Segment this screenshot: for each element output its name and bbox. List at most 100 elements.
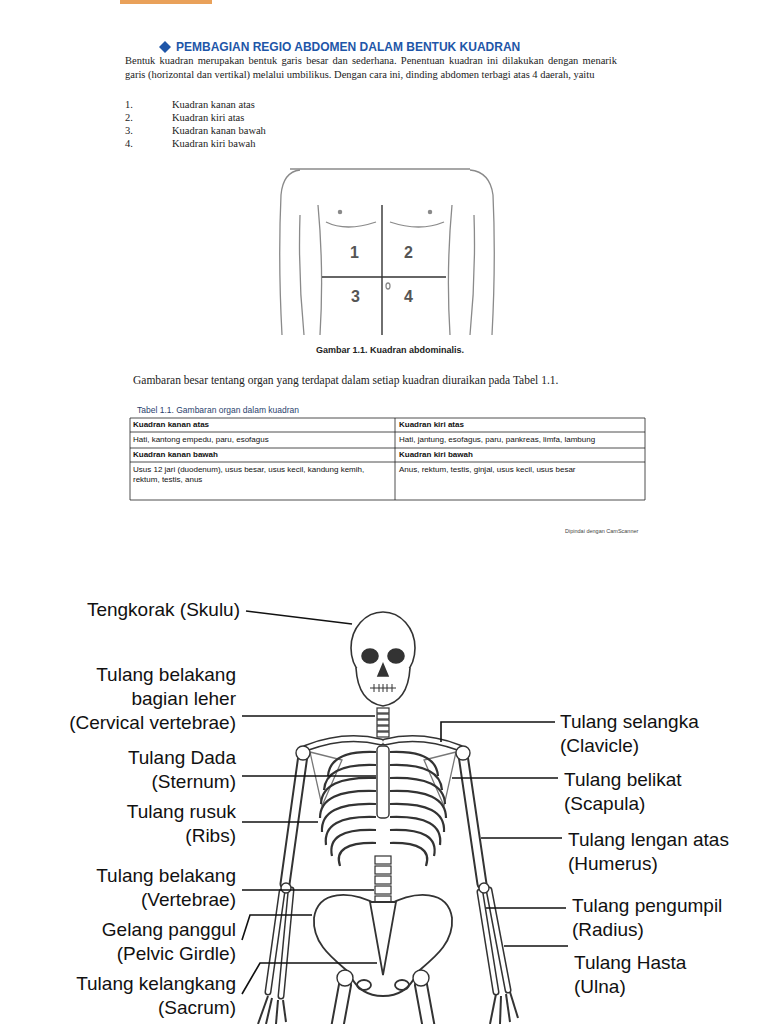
torso-figure-part — [290, 168, 470, 169]
hand-figure-part — [510, 992, 518, 1018]
joint-figure-part — [479, 883, 489, 893]
quadrant-number: 3 — [351, 287, 360, 307]
scan-edge — [120, 0, 212, 4]
leader-line-part — [242, 915, 312, 940]
torso-figure-part — [470, 215, 475, 335]
table-header-cell: Kuadran kanan bawah — [133, 450, 218, 460]
torso-figure — [280, 169, 495, 335]
bone-fill-part — [385, 739, 460, 748]
list-item: Kuadran kanan bawah — [172, 124, 266, 137]
list-item: Kuadran kanan atas — [172, 98, 255, 111]
hand-figure-part — [283, 1000, 286, 1022]
quadrant-number: 4 — [404, 287, 413, 307]
bone-fill-part — [285, 755, 303, 884]
joint-figure-part — [337, 970, 353, 986]
skull-figure-part — [378, 664, 388, 676]
hand-figure-part — [276, 1000, 278, 1024]
bone-label: Tulang belikat (Scapula) — [564, 768, 694, 816]
table-grid-part — [130, 418, 645, 419]
quadrant-number: 2 — [404, 243, 413, 263]
bone-label: Tulang belakang bagian leher (Cervical v… — [64, 663, 236, 735]
list-number: 4. — [125, 137, 133, 150]
list-number: 2. — [125, 111, 133, 124]
heading-diamond — [159, 41, 171, 53]
leader-line — [242, 611, 568, 994]
quadrant-lines — [322, 205, 446, 335]
bone-label: Tulang pengumpil (Radius) — [572, 894, 732, 942]
bone-outline-part — [306, 739, 381, 748]
spine-figure-part — [377, 708, 389, 713]
leader-line-part — [242, 775, 376, 777]
table-grid — [130, 418, 645, 500]
bone-fill — [268, 739, 508, 1024]
skull-figure — [351, 612, 415, 706]
table-cell: Anus, rektum, testis, ginjal, usus kecil… — [399, 465, 576, 475]
torso-figure-part — [338, 210, 341, 213]
leader-line-part — [242, 715, 375, 717]
joint-figure-part — [413, 970, 429, 986]
table-cell: Hati, kantong empedu, paru, esofagus — [133, 435, 269, 445]
joint-figure-part — [456, 746, 470, 760]
bone-outline-part — [281, 890, 291, 996]
torso-figure-part — [326, 222, 376, 227]
leader-line-part — [486, 907, 566, 909]
joint-figure — [281, 746, 489, 986]
sternum-figure-part — [377, 746, 389, 818]
table-grid-part — [645, 418, 646, 500]
bone-fill-part — [268, 892, 282, 992]
spine-figure-part — [375, 876, 391, 884]
leader-line-part — [452, 777, 558, 779]
quadrant-number: 1 — [350, 243, 359, 263]
leader-line-part — [441, 722, 555, 742]
hand-figure-part — [490, 994, 496, 1024]
table-grid-part — [395, 418, 396, 500]
bone-label: Tulang Dada (Sternum) — [106, 746, 236, 794]
spine-figure — [375, 708, 391, 904]
torso-figure-part — [300, 215, 305, 335]
pelvis-figure — [314, 895, 452, 996]
table-header-cell: Kuadran kanan atas — [133, 420, 209, 430]
figure-caption: Gambar 1.1. Kuadran abdominalis. — [316, 344, 464, 356]
rib-figure-part — [390, 843, 427, 866]
bone-label: Tengkorak (Skulu) — [87, 598, 240, 622]
bone-fill-part — [336, 985, 345, 1024]
bone-label: Tulang belakang (Vertebrae) — [86, 864, 236, 912]
bone-label: Tulang kelangkang (Sacrum) — [66, 972, 236, 1020]
spine-figure-part — [375, 866, 391, 874]
table-cell: Hati, jantung, esofagus, paru, pankreas,… — [399, 435, 595, 445]
torso-figure-part — [428, 210, 431, 213]
table-header-cell: Kuadran kiri bawah — [399, 450, 473, 460]
pelvis-figure-part — [350, 975, 416, 996]
list-number: 1. — [125, 98, 133, 111]
torso-figure-part — [448, 205, 452, 335]
leader-line-part — [246, 611, 352, 624]
spine-figure-part — [377, 732, 389, 737]
heading-diamond-part — [159, 41, 171, 53]
table-title: Tabel 1.1. Gambaran organ dalam kuadran — [137, 405, 299, 416]
torso-figure-part — [318, 205, 322, 335]
list-number: 3. — [125, 124, 133, 137]
torso-figure-part — [386, 283, 390, 289]
joint-figure-part — [296, 746, 310, 760]
torso-figure-part — [280, 170, 300, 335]
hand-figure-part — [266, 998, 272, 1024]
torso-figure-part — [390, 222, 444, 227]
body-paragraph: Gambaran besar tentang organ yang terdap… — [133, 373, 558, 387]
joint-figure-part — [281, 883, 291, 893]
bone-outline-part — [285, 755, 303, 884]
hand-figure-part — [500, 996, 501, 1024]
section-heading: PEMBAGIAN REGIO ABDOMEN DALAM BENTUK KUA… — [176, 40, 520, 55]
bone-label: Tulang selangka (Clavicle) — [560, 710, 710, 758]
bone-fill-part — [489, 890, 508, 990]
scan-edge-part — [120, 0, 212, 4]
spine-figure-part — [377, 720, 389, 725]
pelvis-figure-part — [357, 980, 371, 990]
spine-figure-part — [377, 714, 389, 719]
spine-figure-part — [377, 726, 389, 731]
quadrant-lines-part — [322, 276, 446, 277]
hand-figure — [258, 992, 518, 1024]
bone-label: Tulang rusuk (Ribs) — [111, 800, 236, 848]
sternum-figure — [377, 746, 389, 818]
quadrant-lines-part — [381, 205, 382, 335]
